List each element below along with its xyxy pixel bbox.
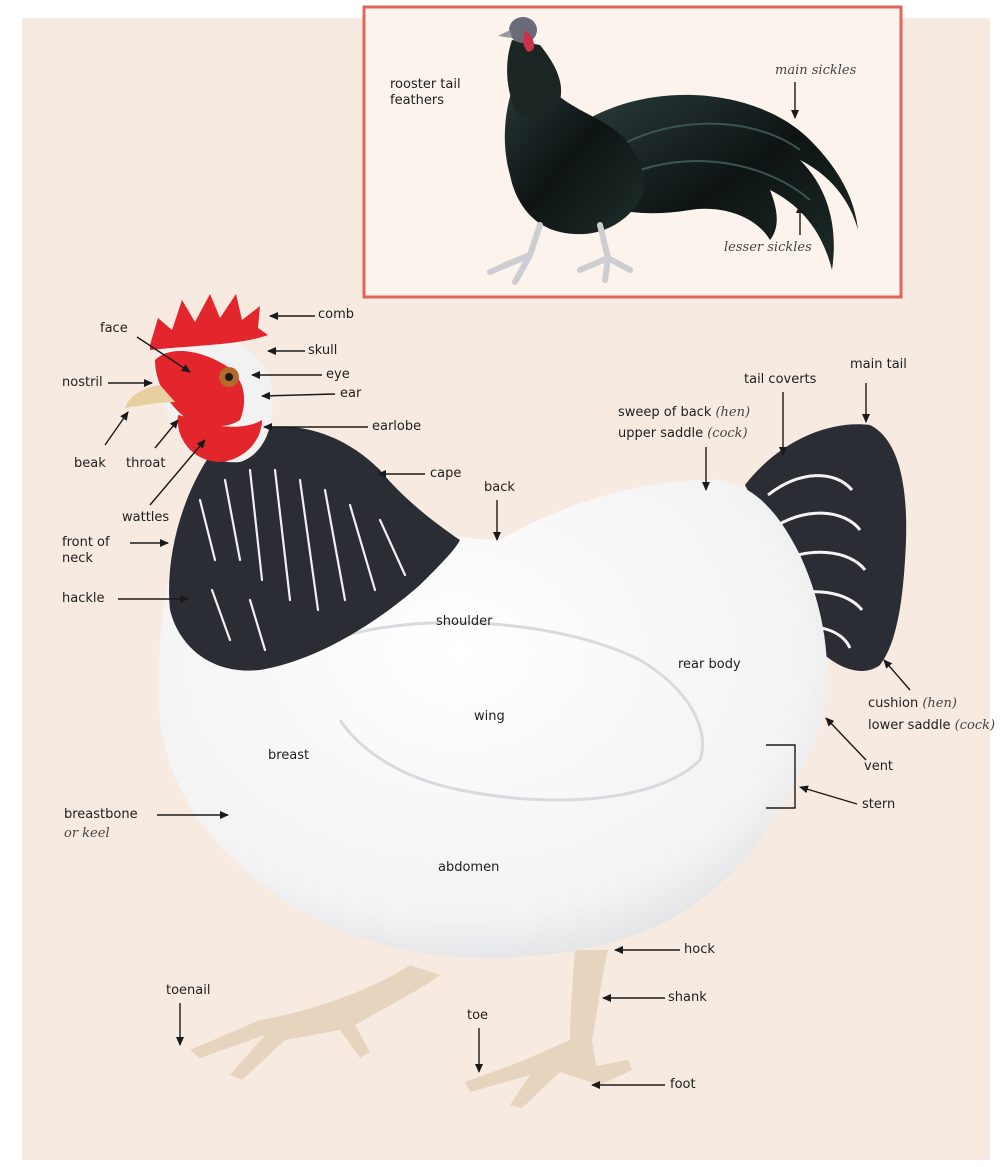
label-tail-coverts: tail coverts [744, 372, 816, 388]
label-skull: skull [308, 343, 337, 359]
label-wing: wing [474, 709, 505, 725]
label-lesser-sickles: lesser sickles [724, 240, 812, 256]
label-main-tail: main tail [850, 357, 907, 373]
label-lower-saddle: lower saddle (cock) [868, 718, 995, 734]
label-comb: comb [318, 307, 354, 323]
label-breast: breast [268, 748, 309, 764]
label-shoulder: shoulder [436, 614, 492, 630]
rooster-head [509, 17, 537, 43]
upper-saddle-note: (cock) [707, 426, 747, 441]
lower-saddle-note: (cock) [955, 718, 995, 733]
label-eye: eye [326, 367, 350, 383]
cushion-note: (hen) [922, 696, 957, 711]
label-cushion: cushion (hen) [868, 696, 957, 712]
label-hackle: hackle [62, 591, 105, 607]
rooster-inset [364, 7, 901, 297]
label-rooster-tail-feathers: rooster tail feathers [390, 77, 480, 109]
lower-saddle-text: lower saddle [868, 718, 951, 733]
label-upper-saddle: upper saddle (cock) [618, 426, 748, 442]
sweep-of-back-note: (hen) [715, 405, 750, 420]
label-shank: shank [668, 990, 707, 1006]
label-face: face [100, 321, 128, 337]
label-front-of-neck: front of neck [62, 535, 132, 567]
upper-saddle-text: upper saddle [618, 426, 703, 441]
label-sweep-of-back: sweep of back (hen) [618, 405, 750, 421]
label-breastbone: breastbone [64, 807, 138, 823]
label-foot: foot [670, 1077, 696, 1093]
sweep-of-back-text: sweep of back [618, 405, 711, 420]
label-back: back [484, 480, 515, 496]
label-breastbone-note: or keel [64, 826, 110, 842]
label-hock: hock [684, 942, 715, 958]
label-beak: beak [74, 456, 106, 472]
label-throat: throat [126, 456, 165, 472]
label-ear: ear [340, 386, 361, 402]
label-earlobe: earlobe [372, 419, 421, 435]
label-wattles: wattles [122, 510, 169, 526]
label-rear-body: rear body [678, 657, 741, 673]
label-cape: cape [430, 466, 461, 482]
label-main-sickles: main sickles [775, 63, 856, 79]
label-vent: vent [864, 759, 893, 775]
label-toe: toe [467, 1008, 488, 1024]
label-abdomen: abdomen [438, 860, 499, 876]
label-stern: stern [862, 797, 895, 813]
label-nostril: nostril [62, 375, 103, 391]
cushion-text: cushion [868, 696, 918, 711]
label-toenail: toenail [166, 983, 210, 999]
